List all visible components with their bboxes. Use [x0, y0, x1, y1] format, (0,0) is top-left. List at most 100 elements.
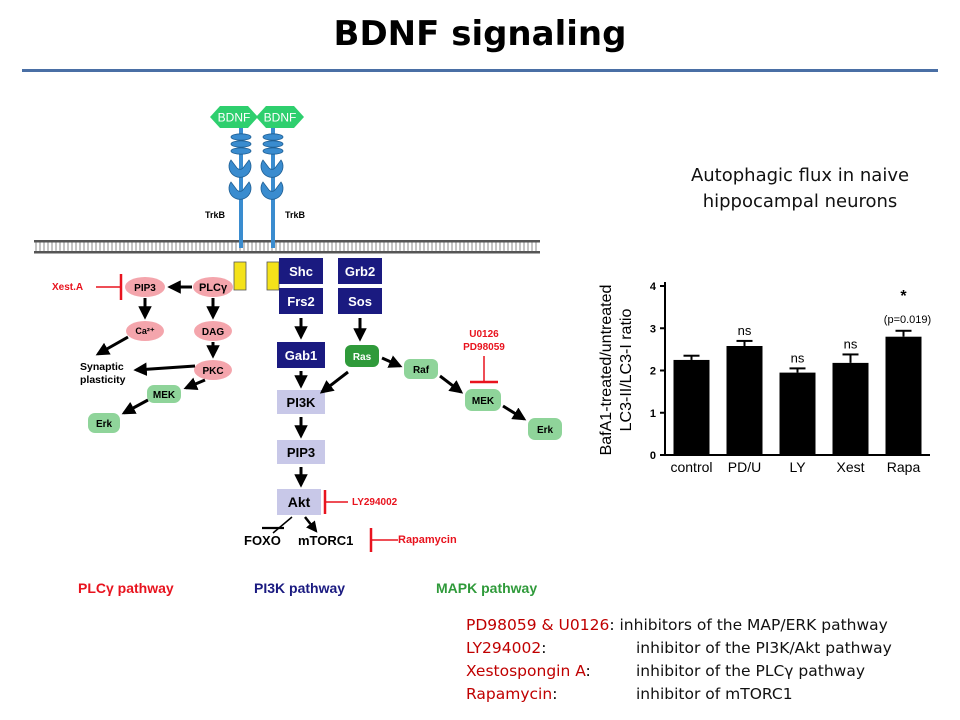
legend-term: Xestospongin A [466, 662, 586, 680]
legend-description: inhibitor of the PLCγ pathway [636, 662, 865, 680]
plcg-pathway-label: PLCγ pathway [78, 580, 174, 596]
bdnf-ligand-right [256, 106, 304, 128]
svg-text:Akt: Akt [288, 494, 311, 510]
legend-separator: : [585, 662, 591, 680]
pi3k-pathway-label: PI3K pathway [254, 580, 346, 596]
pkc-node: PKC [194, 360, 232, 380]
legend-row: Rapamycin:inhibitor of mTORC1 [466, 683, 888, 706]
legend-row: LY294002:inhibitor of the PI3K/Akt pathw… [466, 637, 892, 660]
grb2-node: Grb2 [338, 258, 382, 284]
frs2-node: Frs2 [279, 288, 323, 314]
svg-text:PKC: PKC [202, 366, 223, 377]
pip3-red-node: PIP3 [125, 277, 165, 297]
legend-description: inhibitors of the MAP/ERK pathway [614, 616, 888, 634]
svg-text:Gab1: Gab1 [285, 348, 318, 363]
mapk-branch: Grb2 Sos Ras Raf MEK Erk U0126 PD98059 [338, 258, 562, 440]
svg-text:Ras: Ras [353, 352, 372, 363]
trkb-receptor-right: BDNF TrkB [256, 106, 306, 291]
svg-text:Sos: Sos [348, 294, 372, 309]
cell-membrane [34, 240, 540, 254]
trkb-label-left: TrkB [205, 210, 226, 220]
svg-text:Erk: Erk [537, 425, 554, 436]
synaptic-plasticity-label: Synaptic plasticity [80, 361, 127, 386]
ras-node: Ras [345, 345, 379, 367]
inhibitor-legend: PD98059 & U0126: inhibitors of the MAP/E… [466, 614, 892, 706]
pi3k-node: PI3K [277, 390, 325, 414]
trkb-label-right: TrkB [285, 210, 306, 220]
sos-node: Sos [338, 288, 382, 314]
x-tick-label: control [670, 459, 712, 475]
legend-term: PD98059 & U0126 [466, 616, 610, 634]
shc-node: Shc [279, 258, 323, 284]
x-tick-label: LY [789, 459, 806, 475]
legend-description: inhibitor of mTORC1 [636, 685, 793, 703]
legend-term: LY294002 [466, 639, 542, 657]
svg-text:PIP3: PIP3 [287, 445, 315, 460]
bar-Rapa [885, 336, 922, 455]
u0126-label: U0126 [469, 329, 499, 340]
pi3k-branch: Shc Frs2 Gab1 PI3K PIP3 Akt FOXO mTORC1 … [244, 258, 457, 552]
svg-text:Ca²⁺: Ca²⁺ [135, 326, 155, 336]
bar-Xest [832, 362, 869, 455]
svg-text:MEK: MEK [153, 390, 176, 401]
svg-text:Raf: Raf [413, 365, 430, 376]
bar-LY [779, 372, 816, 455]
svg-text:MEK: MEK [472, 396, 495, 407]
mapk-pathway-label: MAPK pathway [436, 580, 538, 596]
erk-node-plcg: Erk [88, 413, 120, 433]
chart-title-line-2: hippocampal neurons [702, 191, 898, 212]
mek-node-plcg: MEK [147, 385, 181, 403]
legend-term: Rapamycin [466, 685, 553, 703]
xest-a-label: Xest.A [52, 282, 83, 293]
bdnf-label-left: BDNF [218, 111, 251, 125]
raf-node: Raf [404, 359, 438, 379]
chart-title: Autophagic flux in naive hippocampal neu… [660, 163, 940, 215]
pip3-node: PIP3 [277, 440, 325, 464]
x-tick-label: Rapa [887, 459, 921, 475]
trkb-receptor-left: BDNF TrkB [205, 106, 258, 291]
plcg-branch: PLCγ PIP3 Ca²⁺ DAG PKC Synaptic plastici… [52, 274, 233, 433]
title-divider [22, 69, 938, 72]
significance-label: ns [791, 350, 805, 365]
svg-text:PI3K: PI3K [287, 395, 317, 410]
y-tick-label: 2 [650, 366, 656, 378]
mtorc1-label: mTORC1 [298, 533, 353, 548]
svg-text:PIP3: PIP3 [134, 283, 156, 294]
erk-node-mapk: Erk [528, 418, 562, 440]
rapamycin-label: Rapamycin [398, 534, 457, 546]
legend-separator: : [609, 616, 615, 634]
bdnf-label-right: BDNF [264, 111, 297, 125]
x-tick-label: PD/U [728, 459, 761, 475]
legend-separator: : [541, 639, 547, 657]
significance-label: * [900, 288, 907, 305]
svg-text:PLCγ: PLCγ [199, 282, 228, 294]
p-value-label: (p=0.019) [884, 314, 931, 326]
svg-text:Erk: Erk [96, 419, 113, 430]
ly294002-label: LY294002 [352, 497, 398, 508]
legend-row: Xestospongin A: inhibitor of the PLCγ pat… [466, 660, 888, 683]
y-tick-label: 4 [650, 281, 657, 293]
x-tick-label: Xest [836, 459, 864, 475]
bar-PD/U [726, 345, 763, 455]
chart-title-line-1: Autophagic flux in naive [690, 165, 910, 186]
ca-node: Ca²⁺ [126, 321, 164, 341]
y-tick-label: 1 [650, 408, 656, 420]
svg-text:Frs2: Frs2 [287, 294, 314, 309]
plcg-node: PLCγ [193, 277, 233, 297]
pd98059-label: PD98059 [463, 342, 505, 353]
y-tick-label: 0 [650, 450, 656, 462]
dag-node: DAG [194, 321, 232, 341]
akt-node: Akt [277, 489, 321, 515]
significance-label: ns [738, 323, 752, 338]
svg-text:Grb2: Grb2 [345, 264, 375, 279]
significance-label: ns [844, 336, 858, 351]
slide-title: BDNF signaling [333, 14, 627, 54]
gab1-node: Gab1 [277, 342, 325, 368]
legend-row: PD98059 & U0126: inhibitors of the MAP/E… [466, 614, 888, 637]
bar-control [673, 359, 710, 455]
mek-node-mapk: MEK [465, 389, 501, 411]
foxo-label: FOXO [244, 533, 281, 548]
